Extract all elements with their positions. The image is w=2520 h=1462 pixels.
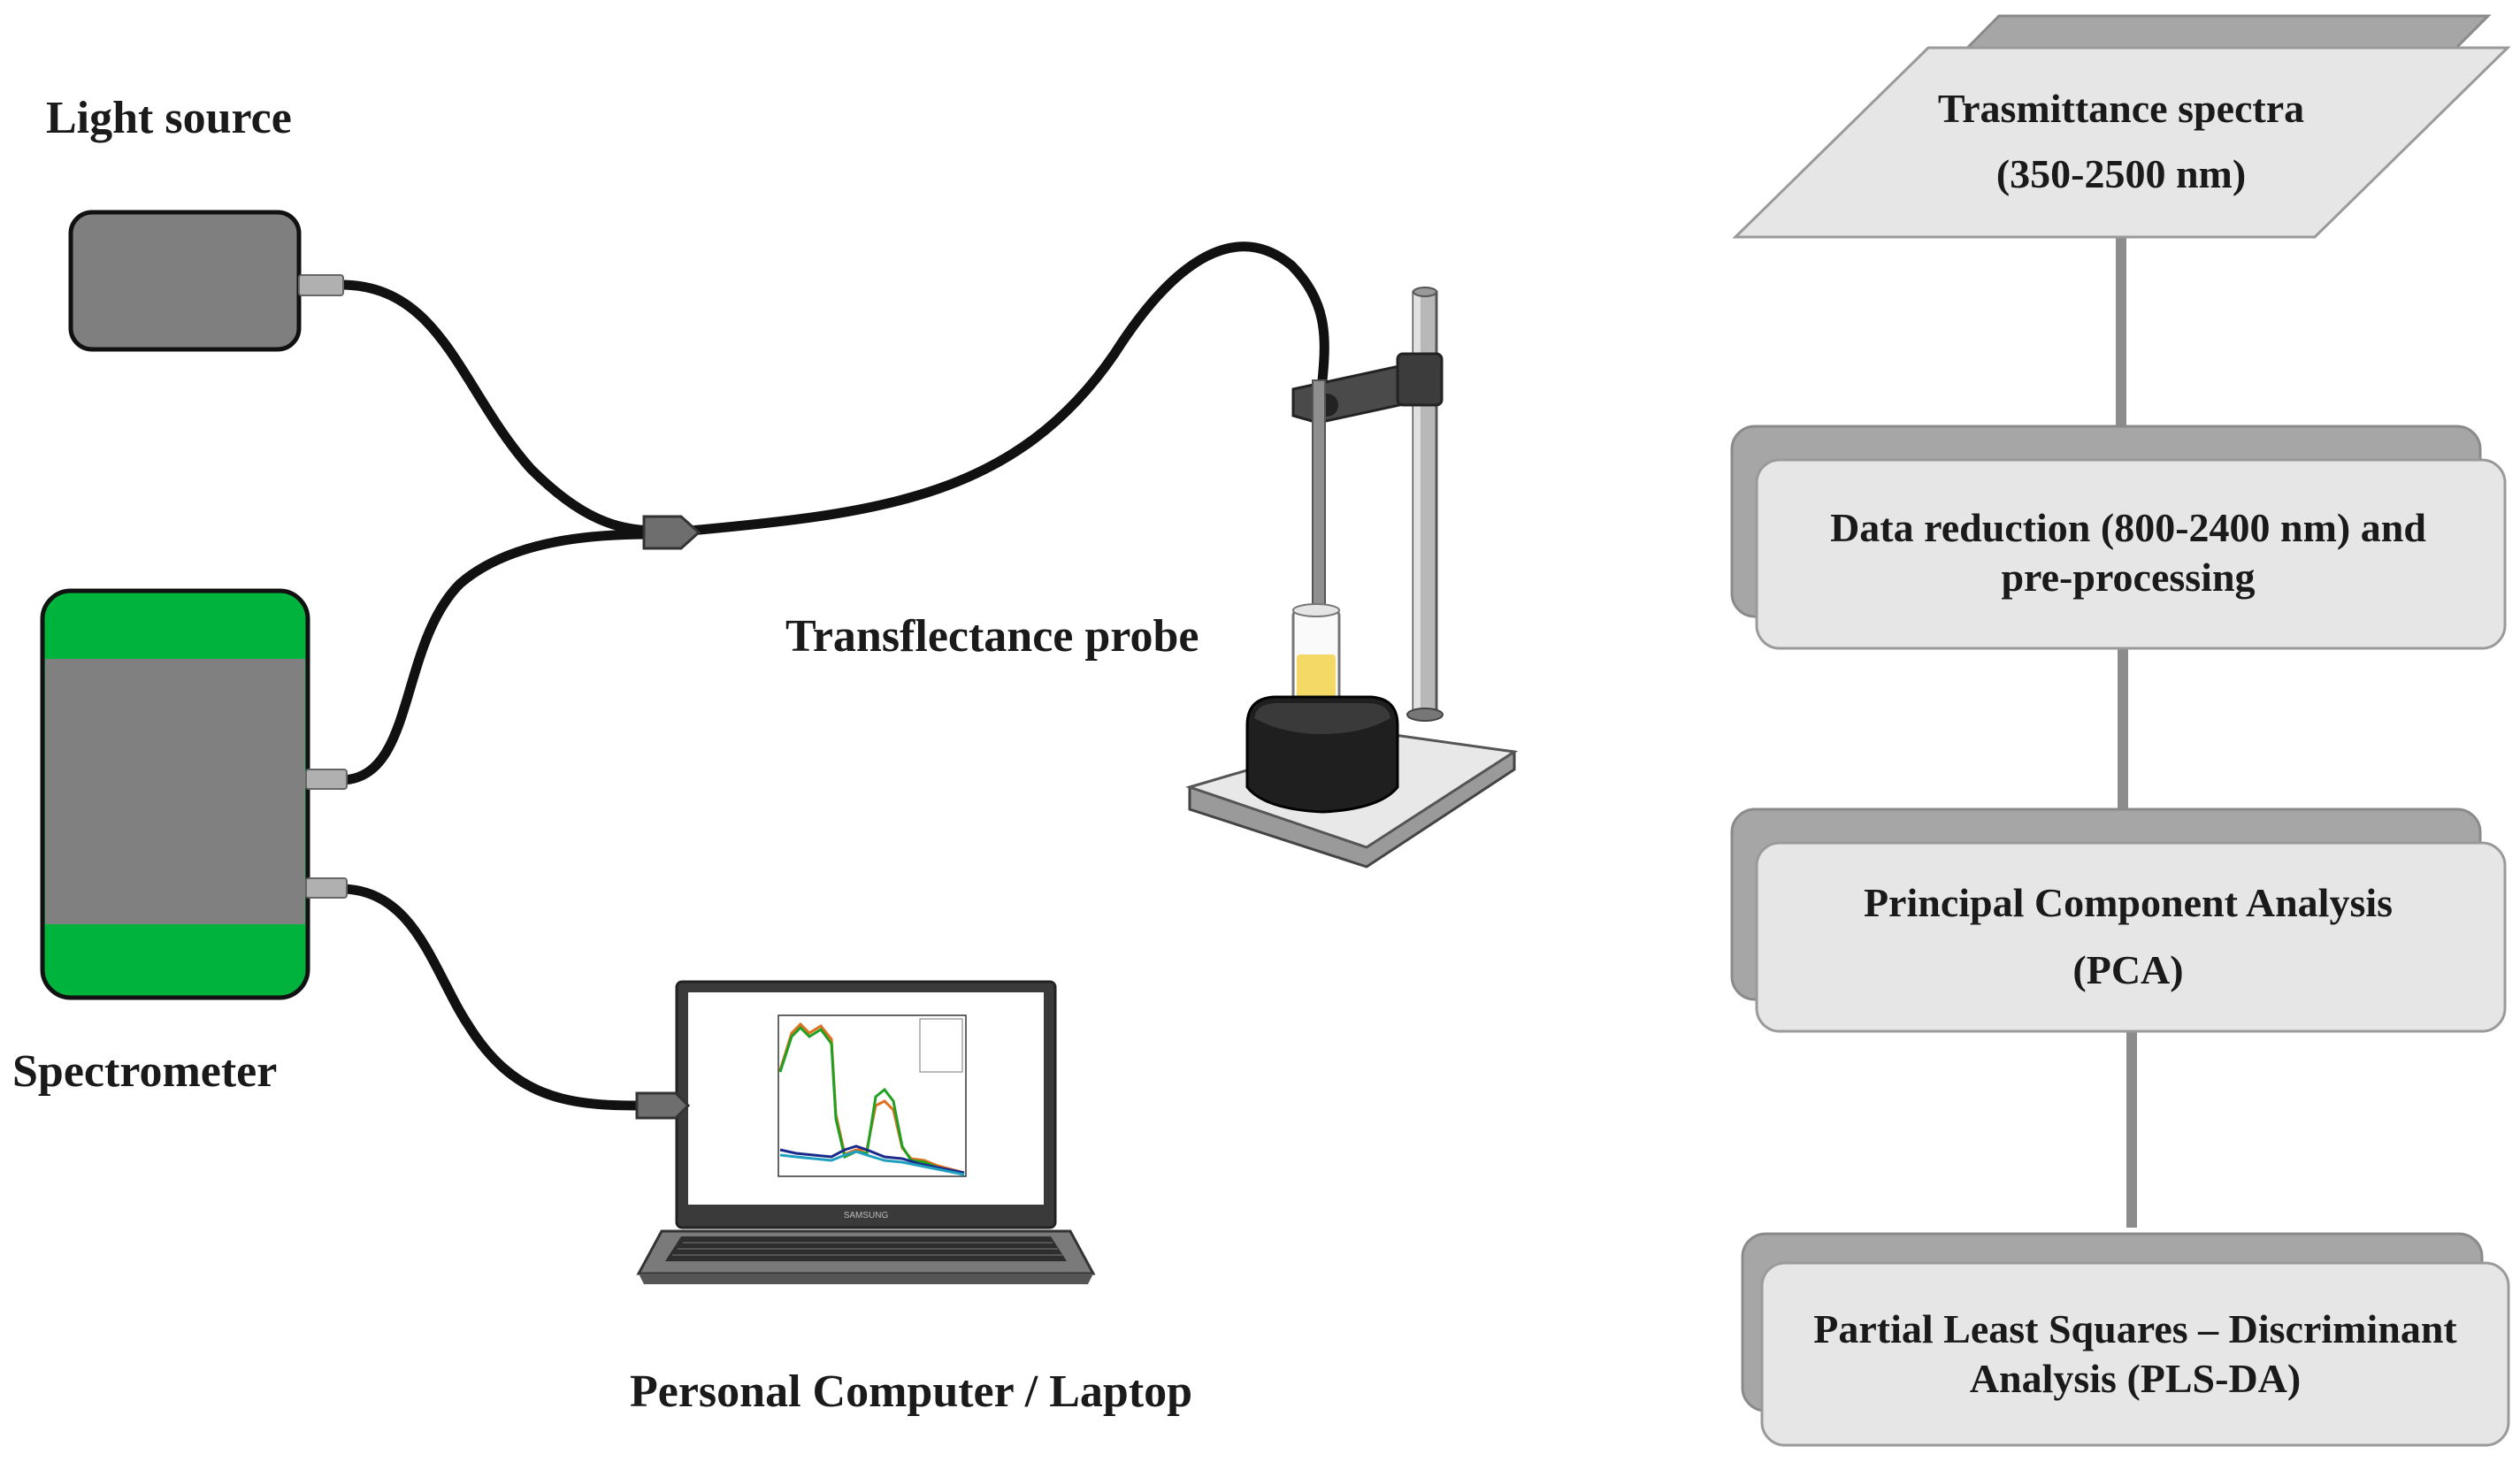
laptop-usb-plug [635,1091,691,1120]
cable-light-to-splitter [335,279,655,536]
probe-label: Transflectance probe [785,611,1199,662]
cable-spectrometer-to-splitter [335,529,655,785]
cable-splitter-to-probe [685,241,1329,536]
laptop-brand: SAMSUNG [844,1211,889,1221]
vial-rim [1292,603,1340,617]
workflow-step-plsda: Partial Least Squares – Discriminant Ana… [1741,1232,2510,1447]
step-pca-box [1755,841,2507,1033]
step-plsda-box [1760,1261,2510,1447]
workflow-step-pca: Principal Component Analysis (PCA) [1730,808,2507,1033]
screen-plot-line-green [778,1025,965,1176]
step-reduction-line1: Data reduction (800-2400 nm) and [1830,505,2426,550]
spectrometer [40,588,348,1000]
step-pca-line2: (PCA) [2072,947,2183,992]
screen-plot-frame [777,1014,967,1177]
workflow-step-spectra: Trasmittance spectra (350-2500 nm) [1732,14,2511,239]
light-source-label: Light source [46,93,292,143]
stand-rod-foot [1406,708,1444,722]
sample-holder-top [1254,703,1390,734]
spectrometer-port-usb [305,877,348,899]
clamp-block [1396,352,1444,407]
computer-label: Personal Computer / Laptop [630,1366,1192,1417]
step-spectra-line2: (350-2500 nm) [1996,151,2246,196]
screen-plot-line-navy [779,1144,965,1175]
spectrometer-port-fiber [305,769,348,790]
laptop-front-edge [639,1274,1093,1284]
laptop-key-rows [672,1242,1063,1256]
stand-rod-top [1413,287,1437,297]
splitter-body [642,515,701,550]
screen-spectrum-plot [777,1014,967,1177]
stand-rod-highlight [1413,292,1421,716]
screen-plot-legend [919,1018,963,1073]
light-source [68,210,344,352]
workflow-step-reduction: Data reduction (800-2400 nm) and pre-pro… [1730,425,2507,650]
fiber-cables [335,241,1329,1111]
sample-liquid [1297,654,1336,708]
light-source-body [68,210,302,352]
step-plsda-line2: Analysis (PLS-DA) [1970,1356,2301,1401]
light-source-port [298,274,344,296]
fiber-splitter [642,515,701,550]
laptop-screen [688,992,1044,1205]
step-reduction-box [1755,458,2507,650]
cable-spectrometer-to-laptop [335,884,642,1111]
step-plsda-line1: Partial Least Squares – Discriminant [1813,1306,2457,1351]
spectrometer-panel [45,659,305,924]
workflow-connectors [2116,237,2137,1228]
step-reduction-line2: pre-processing [2001,555,2255,600]
screen-plot-line-cyan [779,1150,965,1176]
step-spectra-line1: Trasmittance spectra [1938,86,2304,131]
step-pca-line1: Principal Component Analysis [1864,880,2393,925]
laptop: SAMSUNG [635,980,1096,1284]
step-spectra-shape [1732,46,2511,239]
spectrometer-label: Spectrometer [12,1046,277,1097]
probe-stand [1185,287,1519,869]
